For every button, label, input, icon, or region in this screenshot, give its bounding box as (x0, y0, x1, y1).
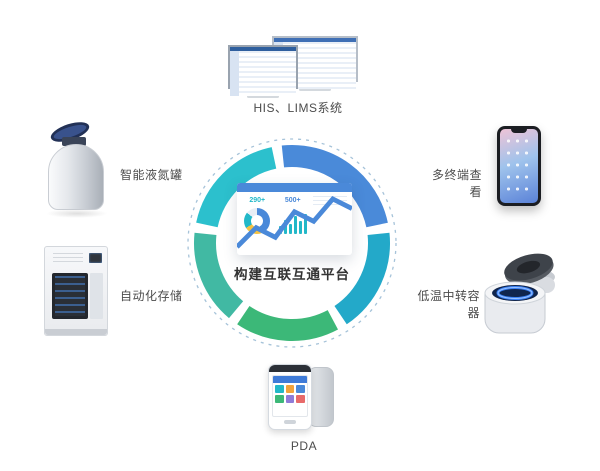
ring-segment (194, 145, 390, 341)
his-lims-device (228, 36, 358, 98)
dashed-circle (187, 138, 397, 348)
platform-ring (187, 138, 397, 348)
tank-shadow (46, 209, 108, 218)
label-auto-storage: 自动化存储 (120, 289, 183, 303)
tank-neck (62, 137, 86, 146)
hub-title: 构建互联互通平台 (234, 267, 350, 282)
nitrogen-tank-device (46, 118, 110, 218)
ring-segment (194, 144, 390, 341)
pda-button (284, 420, 296, 424)
pda-scanner (269, 365, 311, 372)
bar (298, 221, 302, 234)
label-his-lims: HIS、LIMS系统 (253, 101, 343, 115)
monitor-front (228, 45, 298, 98)
label-nitrogen-tank: 智能液氮罐 (120, 168, 183, 182)
storage-vents (53, 253, 83, 265)
label-transfer-container: 低温中转容器 (417, 289, 480, 320)
bar (288, 224, 292, 234)
dashboard-navbar (237, 183, 352, 192)
phone-notch (511, 129, 527, 133)
phone-screen (500, 129, 538, 203)
bar (293, 216, 297, 234)
auto-storage-device (44, 246, 110, 342)
transfer-container-graphic (484, 253, 555, 334)
dashboard-stat-1: 290+ (249, 197, 266, 204)
app-grid (504, 135, 534, 197)
transfer-container-device (477, 247, 559, 343)
platform-dashboard-card: 290+ 500+ (237, 183, 352, 255)
label-multi-terminal: 多终端查看 (431, 168, 482, 199)
pda-front-unit (268, 364, 312, 430)
pda-device (260, 364, 340, 434)
dashboard-line-chart (237, 195, 352, 251)
storage-side-panel (90, 273, 103, 319)
tank-body (48, 144, 104, 210)
platform-hub: 290+ 500+ 构建互联互通平台 (182, 133, 402, 353)
pda-screen (272, 375, 308, 417)
pda-back-unit (308, 367, 334, 427)
storage-control-panel (89, 253, 102, 263)
dashboard-donut-chart (244, 208, 271, 234)
ring-segment (194, 144, 390, 341)
smartphone-device (497, 126, 541, 206)
label-pda: PDA (290, 439, 318, 453)
storage-base (45, 329, 107, 335)
bar (303, 214, 307, 234)
spreadsheet-screen (230, 47, 296, 96)
dashboard-stat-2: 500+ (284, 197, 301, 204)
storage-window (52, 273, 88, 319)
ring-segment (194, 145, 390, 341)
